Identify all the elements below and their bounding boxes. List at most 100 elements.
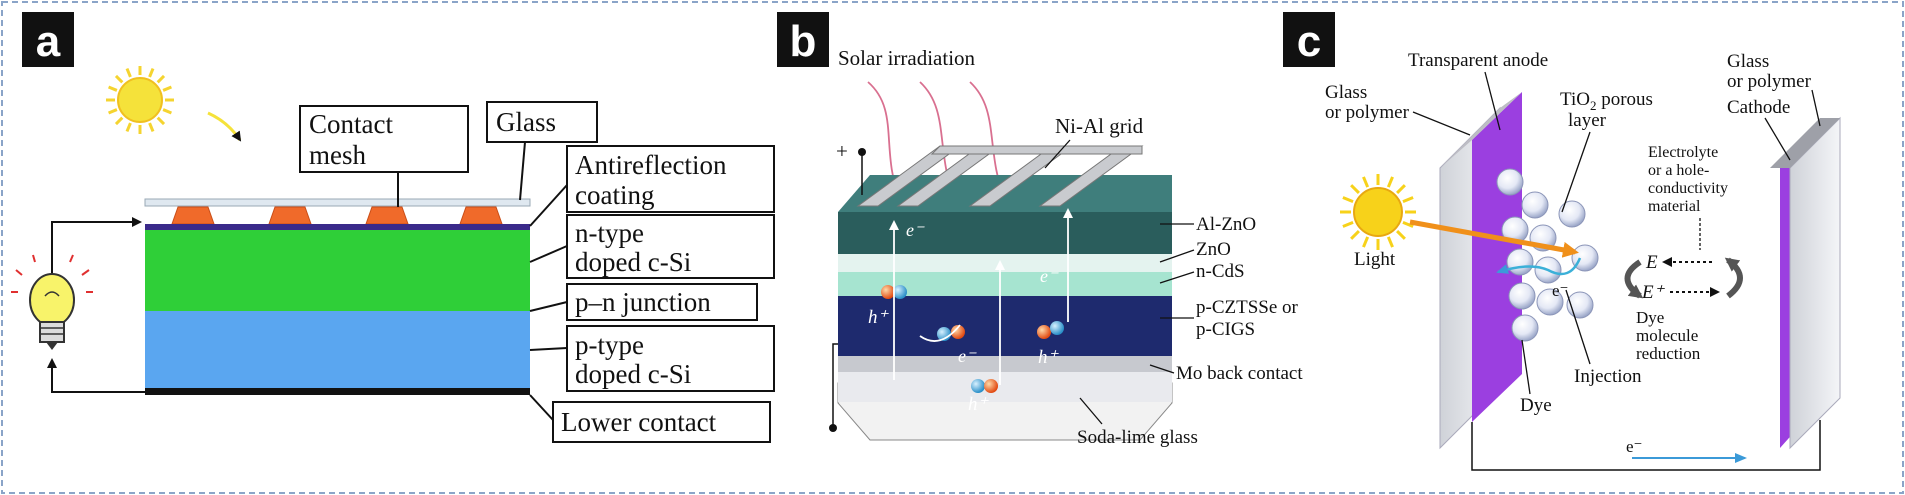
label-zno: ZnO xyxy=(1196,239,1231,260)
sun-ray xyxy=(108,85,118,92)
panel-c-letter: c xyxy=(1297,17,1321,66)
sun-ray xyxy=(1402,220,1414,228)
leader-n-type xyxy=(529,245,568,263)
sun-ray xyxy=(148,122,155,132)
label-antireflection-line2: coating xyxy=(575,180,654,210)
leader-glass xyxy=(519,141,526,201)
carrier-arrows xyxy=(889,208,1073,385)
label-n-type-line1: n-type xyxy=(575,218,644,248)
sun-ray xyxy=(1362,176,1370,188)
leader-injection xyxy=(1565,289,1591,365)
sun-ray xyxy=(125,122,132,132)
label-electrolyte-line1: Electrolyte xyxy=(1648,144,1718,161)
layer-p-czts xyxy=(838,296,1172,356)
label-e-minus-c: e⁻ xyxy=(1552,281,1569,300)
leader-antireflection xyxy=(529,184,568,227)
sun-ray xyxy=(162,108,172,115)
leader-ni-al-grid xyxy=(1044,139,1071,169)
tio2-particles xyxy=(1496,168,1599,342)
callout-contact-mesh xyxy=(299,105,469,173)
sun-ray xyxy=(1386,236,1394,248)
label-injection: Injection xyxy=(1574,366,1642,387)
leader-mo-back-contact xyxy=(1149,364,1175,374)
label-electrolyte-line3: conductivity xyxy=(1648,180,1728,197)
leader-n-cds xyxy=(1159,271,1195,284)
glass-layer xyxy=(144,198,531,207)
light-arrow xyxy=(1409,219,1579,258)
sun-ray xyxy=(1386,176,1394,188)
label-dye-reduction-line3: reduction xyxy=(1636,344,1701,363)
leader-tio2 xyxy=(1561,131,1591,213)
label-transparent-anode: Transparent anode xyxy=(1408,50,1548,71)
sun-ray xyxy=(1350,230,1360,240)
label-e-minus-1: e⁻ xyxy=(906,220,925,240)
label-dye-reduction-line2: molecule xyxy=(1636,326,1698,345)
contact-mesh-1 xyxy=(171,206,215,225)
leader-p-type xyxy=(529,347,568,351)
sun-ray xyxy=(114,74,124,84)
label-tio2-line1: TiO2 porous xyxy=(1560,89,1653,113)
label-n-cds: n-CdS xyxy=(1196,261,1245,282)
layer-soda-lime-glass xyxy=(838,372,1172,402)
label-h-plus-3: h⁺ xyxy=(968,394,990,415)
light-sun-icon xyxy=(1340,174,1416,250)
panel-b-letter-box xyxy=(777,12,829,67)
layer-zno xyxy=(838,254,1172,272)
leader-soda-lime-glass xyxy=(1079,397,1103,425)
callout-glass xyxy=(486,101,598,143)
label-al-zno: Al-ZnO xyxy=(1196,214,1256,235)
panel-c-letter-box xyxy=(1283,12,1335,67)
p-type-layer xyxy=(145,311,530,388)
label-plus-terminal: + xyxy=(836,139,848,163)
contact-mesh-2 xyxy=(268,206,312,225)
label-mo-back-contact: Mo back contact xyxy=(1176,363,1303,384)
label-p-czts-line2: p-CIGS xyxy=(1196,319,1255,340)
panel-b-letter: b xyxy=(790,17,817,66)
panel-a: a xyxy=(11,12,775,443)
label-glass-left-line2: or polymer xyxy=(1325,102,1410,123)
label-e-minus-2: e⁻ xyxy=(1040,266,1059,286)
panel-a-letter-box xyxy=(22,12,74,67)
right-glass-plate xyxy=(1789,116,1841,450)
lower-contact-layer xyxy=(145,388,530,395)
leader-transparent-anode xyxy=(1484,71,1501,131)
sun-ray xyxy=(1396,184,1406,194)
label-pn-junction: p–n junction xyxy=(575,287,711,317)
leader-cathode xyxy=(1764,117,1791,161)
sun-ray xyxy=(162,85,172,92)
label-ni-al-grid: Ni-Al grid xyxy=(1055,114,1144,138)
sun-ray xyxy=(125,68,132,78)
sun-ray xyxy=(148,68,155,78)
sun-ray xyxy=(156,74,166,84)
label-h-plus-1: h⁺ xyxy=(868,307,890,328)
label-p-type-line2: doped c-Si xyxy=(575,359,691,389)
n-type-layer xyxy=(145,230,530,311)
anode-top-edge xyxy=(1440,92,1522,168)
label-contact-line1: Contact xyxy=(309,109,393,139)
layer-mo-back-contact xyxy=(838,356,1172,372)
label-glass-right-line1: Glass xyxy=(1727,51,1769,72)
sun-icon xyxy=(106,66,174,134)
label-light: Light xyxy=(1354,249,1396,270)
label-p-type-line1: p-type xyxy=(575,330,644,360)
label-glass-left-line1: Glass xyxy=(1325,82,1367,103)
sun-ray xyxy=(1402,196,1414,204)
callout-p-type xyxy=(566,325,775,392)
label-contact-line2: mesh xyxy=(309,140,366,170)
sun-ray xyxy=(1396,230,1406,240)
label-solar-irradiation: Solar irradiation xyxy=(838,46,976,70)
callout-lower-contact xyxy=(552,401,771,443)
label-lower-contact: Lower contact xyxy=(561,407,717,437)
wire-bottom xyxy=(832,343,838,425)
label-dye-reduction-line1: Dye xyxy=(1636,308,1664,327)
sun-ray xyxy=(1362,236,1370,248)
contact-mesh-4 xyxy=(459,206,503,225)
label-n-type-line2: doped c-Si xyxy=(575,247,691,277)
panel-a-letter: a xyxy=(36,17,61,66)
panel-b: b Solar irradiation xyxy=(777,12,1303,448)
label-e: E xyxy=(1645,252,1658,273)
callout-antireflection xyxy=(566,145,775,213)
sunlight-arrow xyxy=(207,111,242,142)
label-e-minus-bottom: e⁻ xyxy=(1626,437,1643,456)
sun-ray xyxy=(114,116,124,126)
